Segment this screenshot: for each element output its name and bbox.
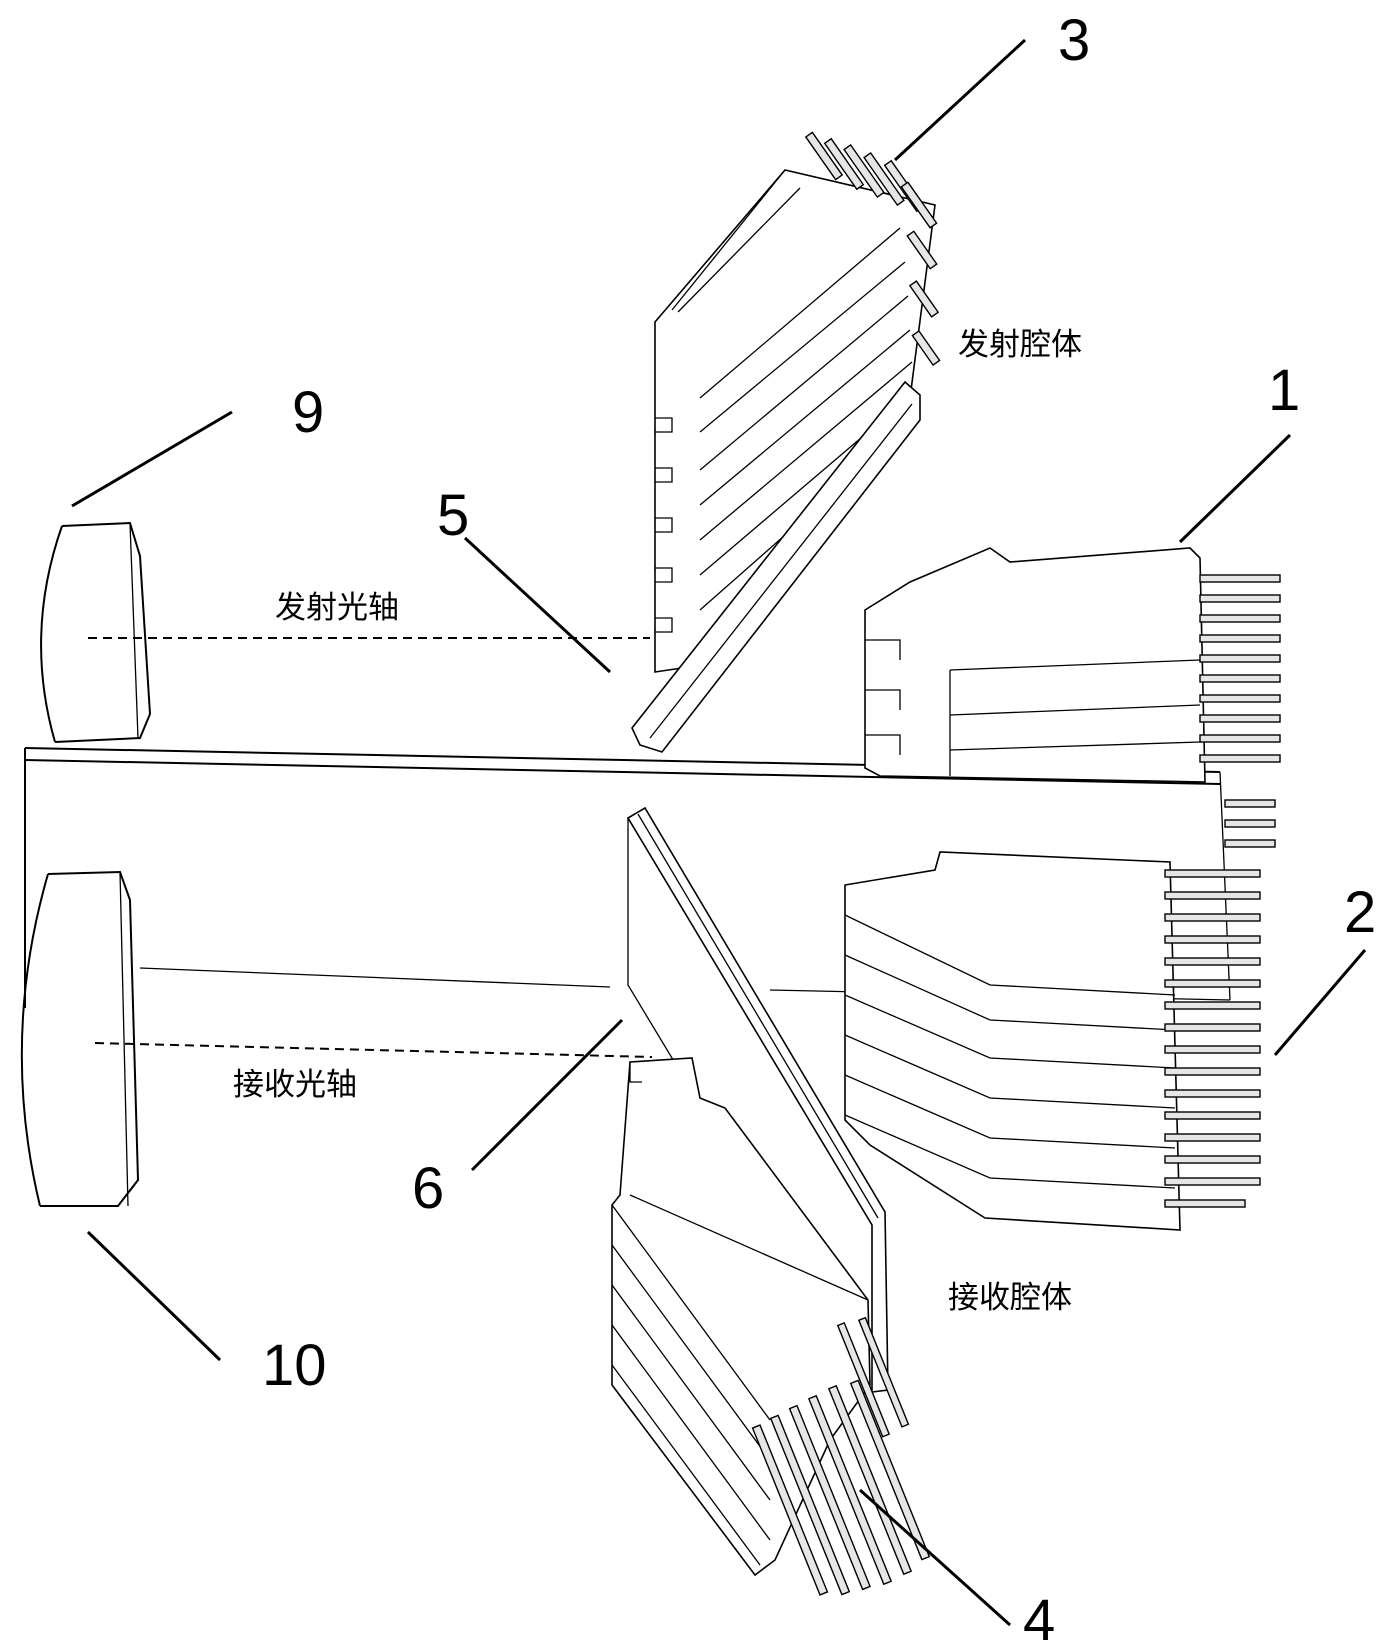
- leader-4: [858, 1488, 1012, 1627]
- leader-lines: [71, 38, 1367, 1627]
- leader-9: [71, 410, 233, 508]
- component-2-pins: [1164, 869, 1261, 1208]
- leader-1: [1178, 433, 1292, 544]
- leader-2: [1273, 949, 1367, 1056]
- component-2: [844, 851, 1261, 1231]
- optical-axes: [88, 637, 653, 1058]
- leader-5: [463, 536, 612, 674]
- label-6: 6: [412, 1156, 444, 1221]
- leader-6: [470, 1018, 624, 1172]
- label-2: 2: [1344, 880, 1376, 945]
- emit-filter: [631, 380, 921, 753]
- recv-cavity-label: 接收腔体: [948, 1280, 1072, 1316]
- emit-lens: [40, 521, 152, 743]
- emit-cavity-label: 发射腔体: [958, 327, 1082, 363]
- leader-10: [86, 1230, 222, 1362]
- receive-lens: [20, 870, 140, 1207]
- receive-cavity-pins: [751, 1316, 931, 1596]
- emit-cavity-pins: [804, 131, 941, 367]
- recv-axis-label: 接收光轴: [233, 1067, 357, 1103]
- receive-optical-axis: [94, 1042, 653, 1058]
- number-labels: 3 1 9 5 2 6 10 4: [262, 8, 1376, 1645]
- label-4: 4: [1023, 1588, 1055, 1645]
- emit-axis-label: 发射光轴: [275, 590, 399, 626]
- component-1: [864, 547, 1281, 848]
- label-10: 10: [262, 1333, 327, 1398]
- label-3: 3: [1058, 8, 1090, 73]
- receive-cavity: [611, 1057, 931, 1596]
- label-9: 9: [292, 380, 324, 445]
- text-labels: 发射腔体 发射光轴 接收光轴 接收腔体: [233, 327, 1082, 1316]
- label-5: 5: [437, 483, 469, 548]
- component-1-pins: [1199, 574, 1281, 848]
- leader-3: [893, 38, 1027, 162]
- label-1: 1: [1268, 358, 1300, 423]
